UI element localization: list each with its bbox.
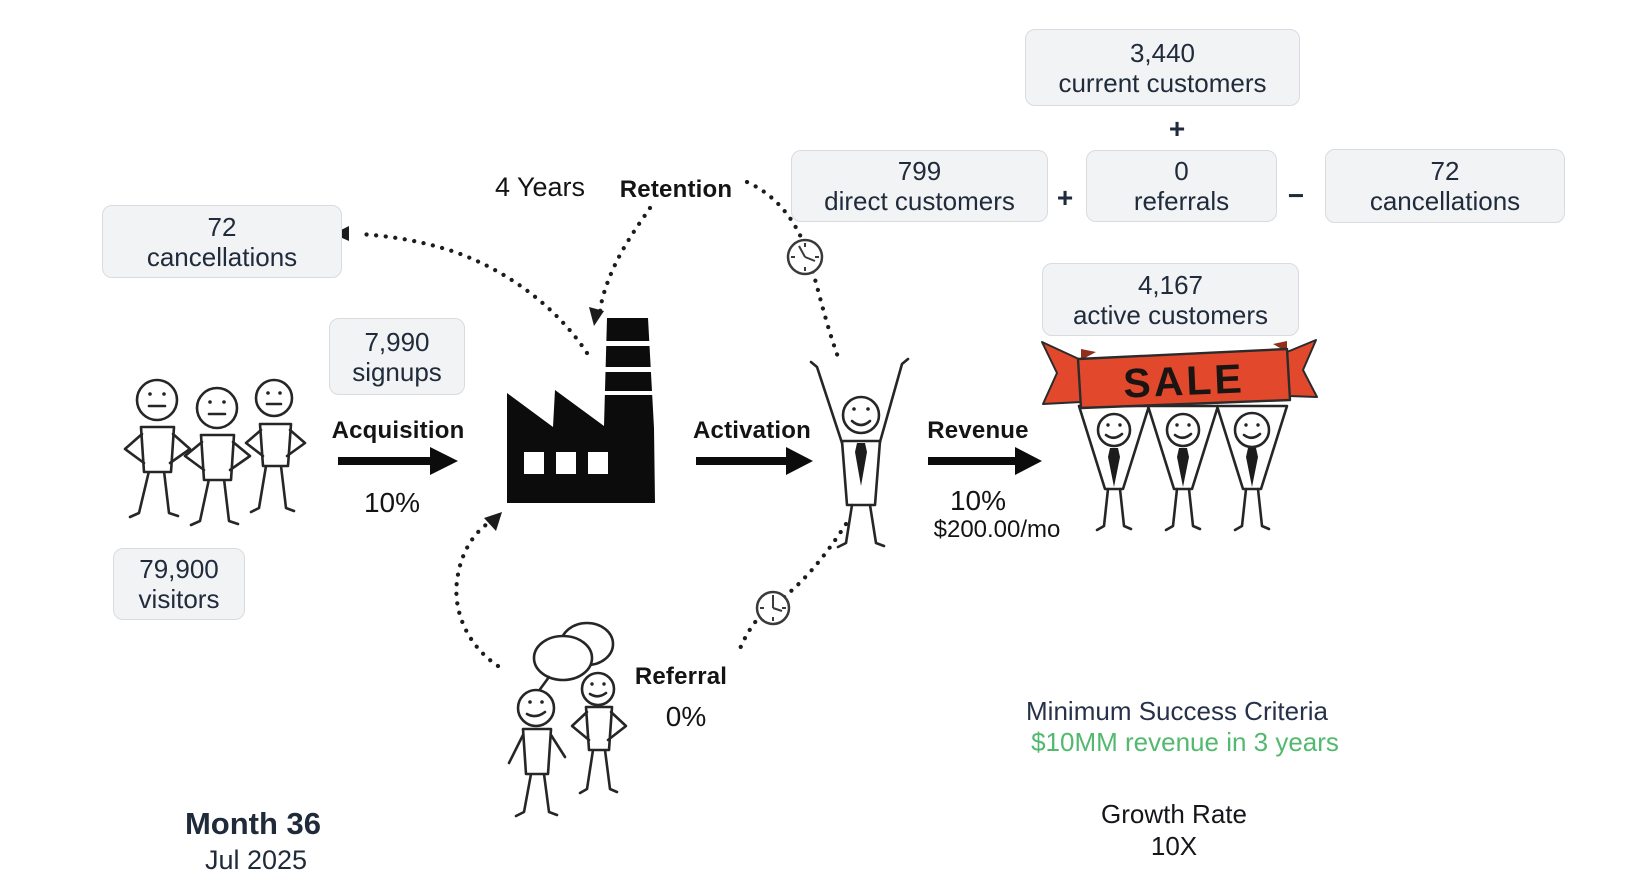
revenue-arrow-icon <box>928 447 1042 475</box>
visitors-label: visitors <box>138 584 220 614</box>
referral-arrowhead-icon <box>484 512 502 531</box>
revenue-label: Revenue <box>927 417 1029 444</box>
visitors-box: 79,900 visitors <box>113 548 245 620</box>
signups-label: signups <box>352 356 442 387</box>
month-counter: Month 36 <box>184 806 322 841</box>
acquisition-arrow-icon <box>338 447 458 475</box>
growth-rate-value: 10X <box>1150 831 1198 861</box>
visitors-value: 79,900 <box>139 554 219 584</box>
clock-icon <box>755 590 791 626</box>
direct-customers-label: direct customers <box>824 186 1015 216</box>
month-date: Jul 2025 <box>204 845 308 875</box>
revenue-price: $200.00/mo <box>933 516 1061 543</box>
referral-people-icon <box>507 621 628 818</box>
active-customers-label: active customers <box>1072 299 1269 330</box>
retention-duration: 4 Years <box>494 172 586 202</box>
referral-rate: 0% <box>665 701 707 732</box>
active-customers-value: 4,167 <box>1137 269 1204 300</box>
activation-arrow-icon <box>696 447 813 475</box>
acquisition-rate: 10% <box>363 487 421 518</box>
referral-to-factory-arc <box>454 521 501 669</box>
factory-icon <box>507 318 655 503</box>
cancellations-right-label: cancellations <box>1369 186 1521 216</box>
current-customers-value: 3,440 <box>1129 37 1196 68</box>
activation-label: Activation <box>692 417 812 444</box>
cancellations-left-box: 72 cancellations <box>102 205 342 278</box>
plus-row-operator: + <box>1056 182 1074 213</box>
acquisition-label: Acquisition <box>331 417 465 444</box>
activation-person-icon <box>809 357 910 549</box>
plus-top-operator: + <box>1168 113 1186 144</box>
min-success-criteria-value: $10MM revenue in 3 years <box>1031 727 1339 757</box>
clock-icon <box>786 238 824 276</box>
min-success-criteria-title: Minimum Success Criteria <box>1026 696 1328 726</box>
current-customers-box: 3,440 current customers <box>1025 29 1300 106</box>
signups-box: 7,990 signups <box>329 318 465 395</box>
referrals-value: 0 <box>1174 156 1189 186</box>
cancellations-right-value: 72 <box>1430 156 1460 186</box>
referrals-label: referrals <box>1133 186 1230 216</box>
activation-to-referral-arc <box>736 521 849 654</box>
retention-label: Retention <box>619 176 733 203</box>
growth-rate-title: Growth Rate <box>1101 799 1247 829</box>
active-customers-box: 4,167 active customers <box>1042 263 1299 336</box>
minus-row-operator: − <box>1287 180 1305 211</box>
cancellations-left-value: 72 <box>207 211 237 242</box>
retention-arrowhead-icon <box>589 307 604 326</box>
direct-customers-value: 799 <box>897 156 942 186</box>
customers-figures-icon <box>1077 404 1289 532</box>
referrals-box: 0 referrals <box>1086 150 1277 222</box>
revenue-rate: 10% <box>949 485 1007 516</box>
referral-label: Referral <box>634 663 728 690</box>
cancellations-left-label: cancellations <box>146 241 298 272</box>
direct-customers-box: 799 direct customers <box>791 150 1048 222</box>
signups-value: 7,990 <box>364 326 430 357</box>
cancellations-right-box: 72 cancellations <box>1325 149 1565 223</box>
visitors-figures-icon <box>123 378 307 527</box>
current-customers-label: current customers <box>1058 67 1267 98</box>
sale-banner-text: SALE <box>1122 355 1245 406</box>
sale-banner: SALE <box>1041 339 1318 410</box>
